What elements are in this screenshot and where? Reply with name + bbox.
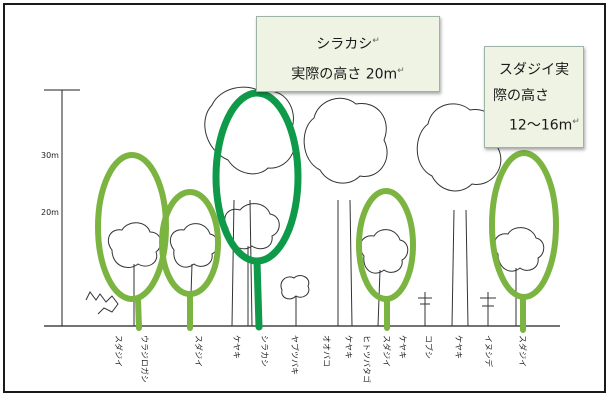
shrub-2	[418, 292, 432, 326]
callout-shirakashi: シラカシ↵ 実際の高さ 20m↵	[256, 16, 440, 92]
callout-shirakashi-name: シラカシ	[316, 36, 373, 53]
crown-trees	[85, 203, 545, 327]
axis-tick-20m: 20m	[41, 208, 59, 217]
oval-sudajii-middle	[356, 188, 416, 302]
species-labels: スダジイ ウラジロガシ スダジイ ケヤキ シラカシ ヤブツバキ オオバコ ケヤキ…	[114, 335, 528, 383]
axis-tick-30m: 30m	[41, 151, 59, 160]
return-mark: ↵	[372, 36, 380, 46]
ground-shrub	[85, 291, 119, 315]
species-label: ヒトツバタゴ	[362, 335, 372, 383]
height-axis: 30m 20m	[41, 89, 560, 327]
shrub-3	[480, 292, 496, 326]
return-mark: ↵	[572, 117, 580, 127]
shrub-1	[280, 275, 310, 326]
species-label: ケヤキ	[398, 335, 407, 359]
species-label: ケヤキ	[454, 335, 463, 359]
species-label: コブシ	[424, 335, 434, 359]
species-label: ケヤキ	[232, 335, 241, 359]
species-label: スダジイ	[382, 335, 392, 367]
callout-sudajii-height: 12～16m	[509, 117, 573, 134]
species-label: オオバコ	[322, 335, 331, 367]
tall-tree-2	[303, 97, 388, 327]
oval-sudajii-right	[489, 150, 559, 300]
callout-sudajii-line2: 際の高さ	[493, 88, 549, 104]
highlight-ovals	[95, 89, 559, 333]
species-label: ケヤキ	[344, 335, 353, 359]
species-label: シラカシ	[260, 335, 269, 367]
species-label: ヤブツバキ	[290, 335, 300, 375]
oval-sudajii-left	[95, 152, 169, 302]
oval-shirakashi	[212, 89, 302, 265]
background-trees	[204, 86, 502, 327]
species-label: スダジイ	[518, 335, 528, 367]
crown-1	[107, 222, 162, 326]
return-mark: ↵	[397, 65, 405, 76]
species-label: スダジイ	[194, 335, 204, 367]
species-label: スダジイ	[114, 335, 124, 367]
species-label: イヌシデ	[484, 335, 494, 367]
callout-shirakashi-height: 実際の高さ 20m	[291, 66, 398, 83]
species-label: ウラジロガシ	[140, 335, 150, 383]
callout-sudajii: スダジイ実 際の高さ 12～16m↵	[484, 46, 584, 148]
callout-sudajii-line1: スダジイ実	[498, 62, 570, 78]
